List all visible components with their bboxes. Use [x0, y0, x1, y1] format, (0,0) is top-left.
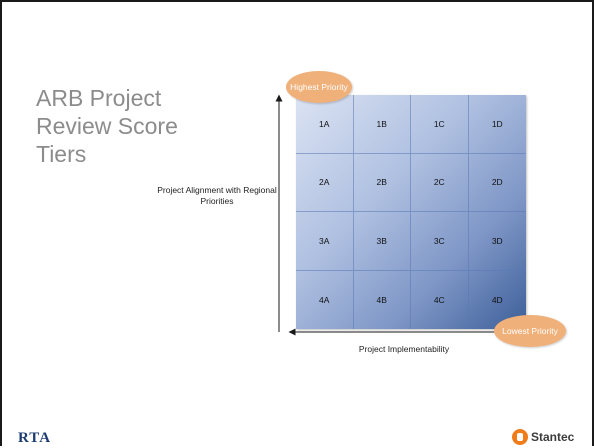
stantec-logo-text: Stantec	[531, 430, 575, 444]
tier-cell-2a: 2A	[296, 153, 354, 212]
x-axis-label: Project Implementability	[358, 344, 450, 354]
tier-cell-2d: 2D	[468, 154, 526, 212]
slide-title-line: ARB Project	[36, 85, 162, 111]
tier-cell-4b: 4B	[354, 270, 411, 329]
rta-logo: RTA	[18, 430, 52, 446]
stantec-logo: Stantec	[512, 428, 574, 446]
slide-title: ARB Project Review Score Tiers	[36, 84, 236, 168]
tier-cell-4d: 4D	[491, 294, 503, 305]
tier-cell-3a: 3A	[296, 212, 354, 271]
tier-cell-3d: 3D	[468, 212, 526, 271]
slide-title-line: Tiers	[36, 141, 87, 167]
slide-title-line: Review Score	[36, 113, 178, 139]
tier-cell-1d: 1D	[468, 95, 526, 154]
stantec-logo-icon	[512, 429, 528, 445]
tier-cell-1c: 1C	[411, 95, 469, 154]
tier-cell-3b: 3B	[353, 212, 411, 271]
tier-cell-2c: 2C	[411, 153, 469, 212]
tier-cell-3c: 3C	[411, 212, 469, 271]
highest-priority-bubble: Highest Priority	[286, 71, 352, 103]
tier-cell-4c: 4C	[411, 270, 469, 329]
tier-cell-4a: 4A	[296, 270, 354, 329]
y-axis-label: Project Alignment with Regional Prioriti…	[157, 185, 277, 206]
slide-footer: RTA Stantec	[2, 418, 594, 448]
score-tier-grid: 1A 1B 1C 1D 2A 2B 2C 2D 3A 3B 3C 3D 4A 4…	[296, 95, 526, 329]
tier-cell-1b: 1B	[353, 95, 411, 154]
tier-cell-2b: 2B	[353, 153, 411, 212]
lowest-priority-bubble: Lowest Priority	[494, 315, 566, 347]
tier-cell-1a: 1A	[296, 95, 354, 154]
